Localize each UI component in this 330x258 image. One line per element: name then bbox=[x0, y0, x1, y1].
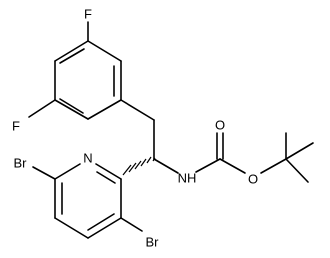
hashed-wedge-bond bbox=[122, 156, 156, 176]
double-bond-inner bbox=[96, 171, 116, 184]
double-bond-inner bbox=[87, 213, 115, 231]
difluorophenyl-ring bbox=[54, 40, 122, 120]
bond bbox=[54, 99, 89, 120]
dibromopyridine-ring bbox=[54, 163, 122, 239]
atom-f-top: F bbox=[84, 6, 92, 21]
bond bbox=[87, 99, 122, 120]
atom-o-ester: O bbox=[248, 171, 258, 186]
wedge-dash bbox=[134, 160, 142, 170]
bond bbox=[87, 217, 122, 239]
bond bbox=[87, 40, 122, 62]
wedge-dash bbox=[122, 164, 132, 176]
bond bbox=[95, 163, 122, 180]
bond-c-f-left bbox=[28, 99, 56, 118]
wedge-dash bbox=[146, 156, 152, 164]
atom-n-pyridine: N bbox=[83, 150, 92, 165]
bond-carbonyl-c-ester-o bbox=[219, 158, 246, 174]
bond-tbu-methyl-right bbox=[285, 142, 314, 160]
bond bbox=[54, 40, 89, 62]
bond-tbu-methyl-bottom bbox=[285, 158, 309, 183]
wedge-dash bbox=[140, 158, 147, 167]
bond-c-br-bottom bbox=[120, 217, 143, 232]
bond-chiral-nh bbox=[153, 158, 179, 174]
atom-nh: NH bbox=[178, 170, 197, 185]
atom-br-bottom: Br bbox=[146, 234, 160, 249]
bond-c-br-left bbox=[32, 166, 56, 180]
wedge-dash bbox=[128, 162, 137, 173]
bond bbox=[54, 217, 89, 239]
bond-ester-o-tbu bbox=[260, 158, 287, 174]
atom-f-left: F bbox=[12, 118, 20, 133]
atom-o-carbonyl: O bbox=[215, 117, 225, 132]
bond bbox=[54, 163, 81, 180]
double-bond-inner bbox=[59, 98, 84, 114]
atom-br-left: Br bbox=[14, 155, 28, 170]
bond-ring-ch2 bbox=[120, 99, 155, 121]
bond-nh-carbonyl-c bbox=[195, 158, 221, 173]
double-bond-inner bbox=[59, 48, 85, 64]
